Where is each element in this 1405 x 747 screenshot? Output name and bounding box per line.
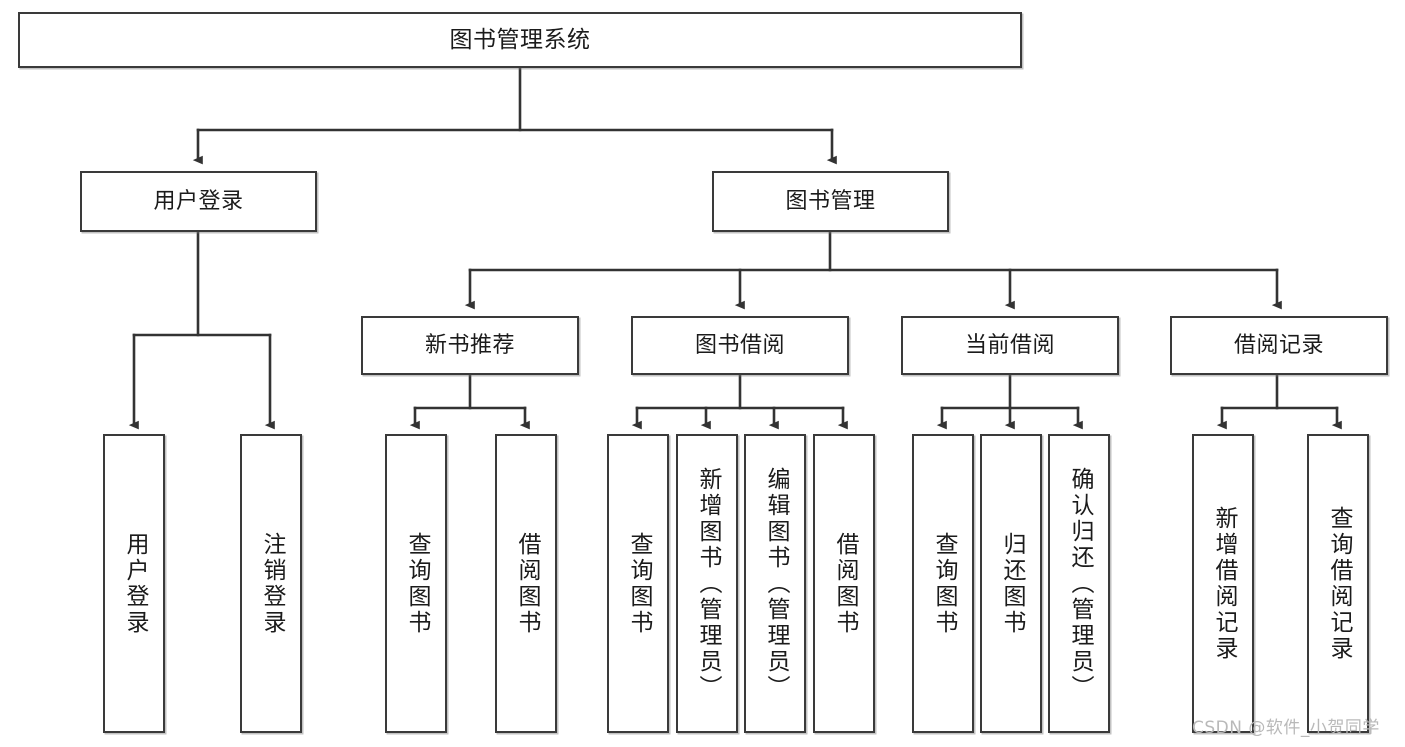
node-current-borrow[interactable]: 当前借阅: [901, 316, 1119, 375]
node-leaf-edit-book[interactable]: 编辑图书（管理员）: [744, 434, 806, 733]
node-leaf-add-book[interactable]: 新增图书（管理员）: [676, 434, 738, 733]
node-label: 用户登录: [153, 188, 244, 214]
node-label: 查询图书: [930, 531, 957, 636]
node-leaf-confirm-return[interactable]: 确认归还（管理员）: [1048, 434, 1110, 733]
node-label: 图书管理系统: [449, 26, 591, 53]
node-leaf-user-login[interactable]: 用户登录: [103, 434, 165, 733]
node-label: 借阅图书: [513, 531, 540, 636]
node-book-manage[interactable]: 图书管理: [712, 171, 949, 232]
node-leaf-query-book-3[interactable]: 查询图书: [912, 434, 974, 733]
node-new-book-rec[interactable]: 新书推荐: [361, 316, 579, 375]
node-label: 注销登录: [258, 531, 285, 636]
node-leaf-query-book-2[interactable]: 查询图书: [607, 434, 669, 733]
node-label: 查询借阅记录: [1325, 505, 1352, 662]
node-leaf-logout-login[interactable]: 注销登录: [240, 434, 302, 733]
node-borrow-record[interactable]: 借阅记录: [1170, 316, 1388, 375]
node-leaf-query-book-1[interactable]: 查询图书: [385, 434, 447, 733]
node-leaf-add-record[interactable]: 新增借阅记录: [1192, 434, 1254, 733]
node-label: 查询图书: [403, 531, 430, 636]
node-label: 用户登录: [121, 531, 148, 636]
node-label: 查询图书: [625, 531, 652, 636]
node-label: 新增借阅记录: [1210, 505, 1237, 662]
node-label: 归还图书: [998, 531, 1025, 636]
node-label: 编辑图书（管理员）: [762, 466, 789, 701]
node-leaf-query-record[interactable]: 查询借阅记录: [1307, 434, 1369, 733]
node-book-borrow[interactable]: 图书借阅: [631, 316, 849, 375]
watermark-csdn: CSDN @软件_小贺同学: [1192, 718, 1380, 738]
node-leaf-borrow-book-2[interactable]: 借阅图书: [813, 434, 875, 733]
node-label: 新书推荐: [424, 332, 515, 358]
node-leaf-borrow-book-1[interactable]: 借阅图书: [495, 434, 557, 733]
node-label: 图书管理: [785, 188, 876, 214]
node-label: 借阅图书: [831, 531, 858, 636]
node-root-system[interactable]: 图书管理系统: [18, 12, 1022, 68]
node-label: 图书借阅: [694, 332, 785, 358]
node-user-login[interactable]: 用户登录: [80, 171, 317, 232]
node-leaf-return-book[interactable]: 归还图书: [980, 434, 1042, 733]
node-label: 确认归还（管理员）: [1066, 466, 1093, 701]
node-label: 新增图书（管理员）: [694, 466, 721, 701]
node-label: 借阅记录: [1233, 332, 1324, 358]
node-label: 当前借阅: [964, 332, 1055, 358]
